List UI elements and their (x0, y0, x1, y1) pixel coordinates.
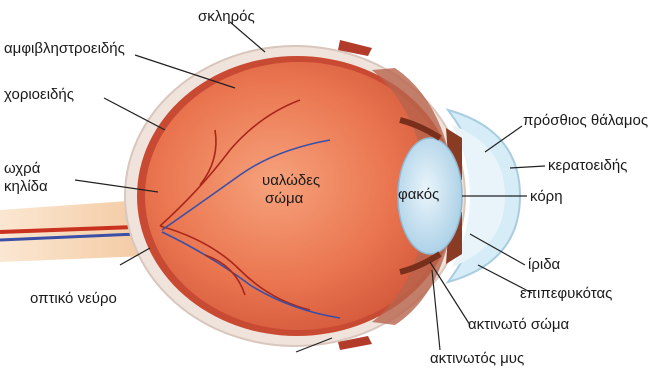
label-ciliary-body: ακτινωτό σώμα (468, 316, 569, 333)
label-macula-line1: ωχρά (4, 160, 40, 177)
label-retina: αμφιβληστροειδής (4, 40, 125, 57)
label-cornea: κερατοειδής (548, 157, 627, 174)
label-pupil: κόρη (530, 188, 563, 205)
label-conjunctiva: επιπεφυκότας (520, 285, 612, 302)
label-choroid: χοριοειδής (4, 86, 74, 103)
label-anterior-chamber: πρόσθιος θάλαμος (523, 112, 648, 129)
label-vitreous-line1: υαλώδες (262, 172, 320, 189)
label-iris: ίριδα (528, 256, 560, 273)
label-macula-line2: κηλίδα (4, 178, 48, 195)
label-optic-nerve: οπτικό νεύρο (30, 290, 117, 307)
label-ciliary-muscle: ακτινωτός μυς (430, 350, 524, 367)
label-sclera: σκληρός (198, 8, 255, 25)
label-lens: φακός (398, 186, 439, 203)
label-vitreous-line2: σώμα (265, 190, 303, 207)
